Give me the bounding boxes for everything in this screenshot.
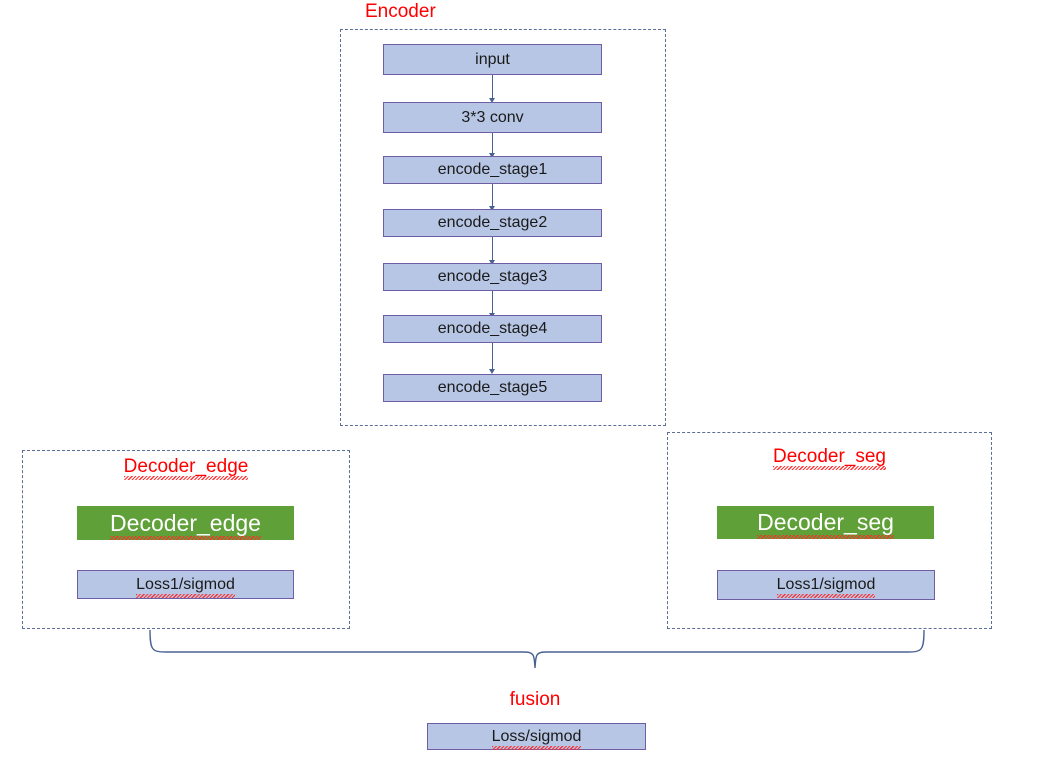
arrowhead-input-to-conv [489,98,495,103]
arrowhead-stage2-to-stage3 [489,260,495,265]
arrowhead-stage1-to-stage2 [489,206,495,211]
connector-input-to-conv [492,75,494,100]
node-decoder-edge-label: Decoder_edge [110,509,261,540]
arrowhead-stage4-to-stage5 [489,369,495,374]
decoder-seg-caption-text: Decoder_seg [772,446,887,470]
node-decoder-seg-loss-label: Loss1/sigmod [776,576,876,598]
encoder-group-panel [340,29,666,426]
decoder-seg-group-caption: Decoder_seg [667,446,992,470]
fusion-caption: fusion [509,689,561,710]
node-encode-stage3[interactable]: encode_stage3 [383,263,602,291]
decoder-seg-group-panel [667,432,992,629]
connector-stage1-to-stage2 [492,184,494,208]
connector-stage3-to-stage4 [492,291,494,315]
node-decoder-seg-loss[interactable]: Loss1/sigmod [717,570,935,600]
arrowhead-conv-to-stage1 [489,153,495,158]
node-encode-stage2[interactable]: encode_stage2 [383,209,602,237]
connector-stage4-to-stage5 [492,343,494,371]
node-decoder-edge-block[interactable]: Decoder_edge [77,506,294,540]
node-encode-stage4-label: encode_stage4 [437,320,548,337]
node-encode-stage4[interactable]: encode_stage4 [383,315,602,343]
node-fusion-loss-label: Loss/sigmod [491,727,582,750]
connector-stage2-to-stage3 [492,237,494,262]
node-encode-stage5[interactable]: encode_stage5 [383,374,602,402]
decoder-edge-caption-text: Decoder_edge [123,456,249,480]
node-fusion-loss[interactable]: Loss/sigmod [427,723,646,750]
node-input-label: input [475,50,510,68]
node-decoder-seg-label: Decoder_seg [757,509,894,539]
node-encode-stage1[interactable]: encode_stage1 [383,156,602,184]
node-encode-stage2-label: encode_stage2 [437,214,548,231]
encoder-group-caption: Encoder [365,1,436,22]
decoder-edge-group-caption: Decoder_edge [22,456,350,480]
decoder-edge-group-panel [22,450,350,629]
node-encode-stage5-label: encode_stage5 [437,379,548,396]
node-encode-stage1-label: encode_stage1 [437,161,548,178]
node-3x3-conv-label: 3*3 conv [461,108,524,126]
node-decoder-seg-block[interactable]: Decoder_seg [717,506,934,539]
node-encode-stage3-label: encode_stage3 [437,268,548,285]
node-3x3-conv[interactable]: 3*3 conv [383,102,602,133]
node-decoder-edge-loss-label: Loss1/sigmod [136,575,235,598]
node-decoder-edge-loss[interactable]: Loss1/sigmod [77,570,294,599]
node-input[interactable]: input [383,44,602,75]
connector-conv-to-stage1 [492,133,494,155]
